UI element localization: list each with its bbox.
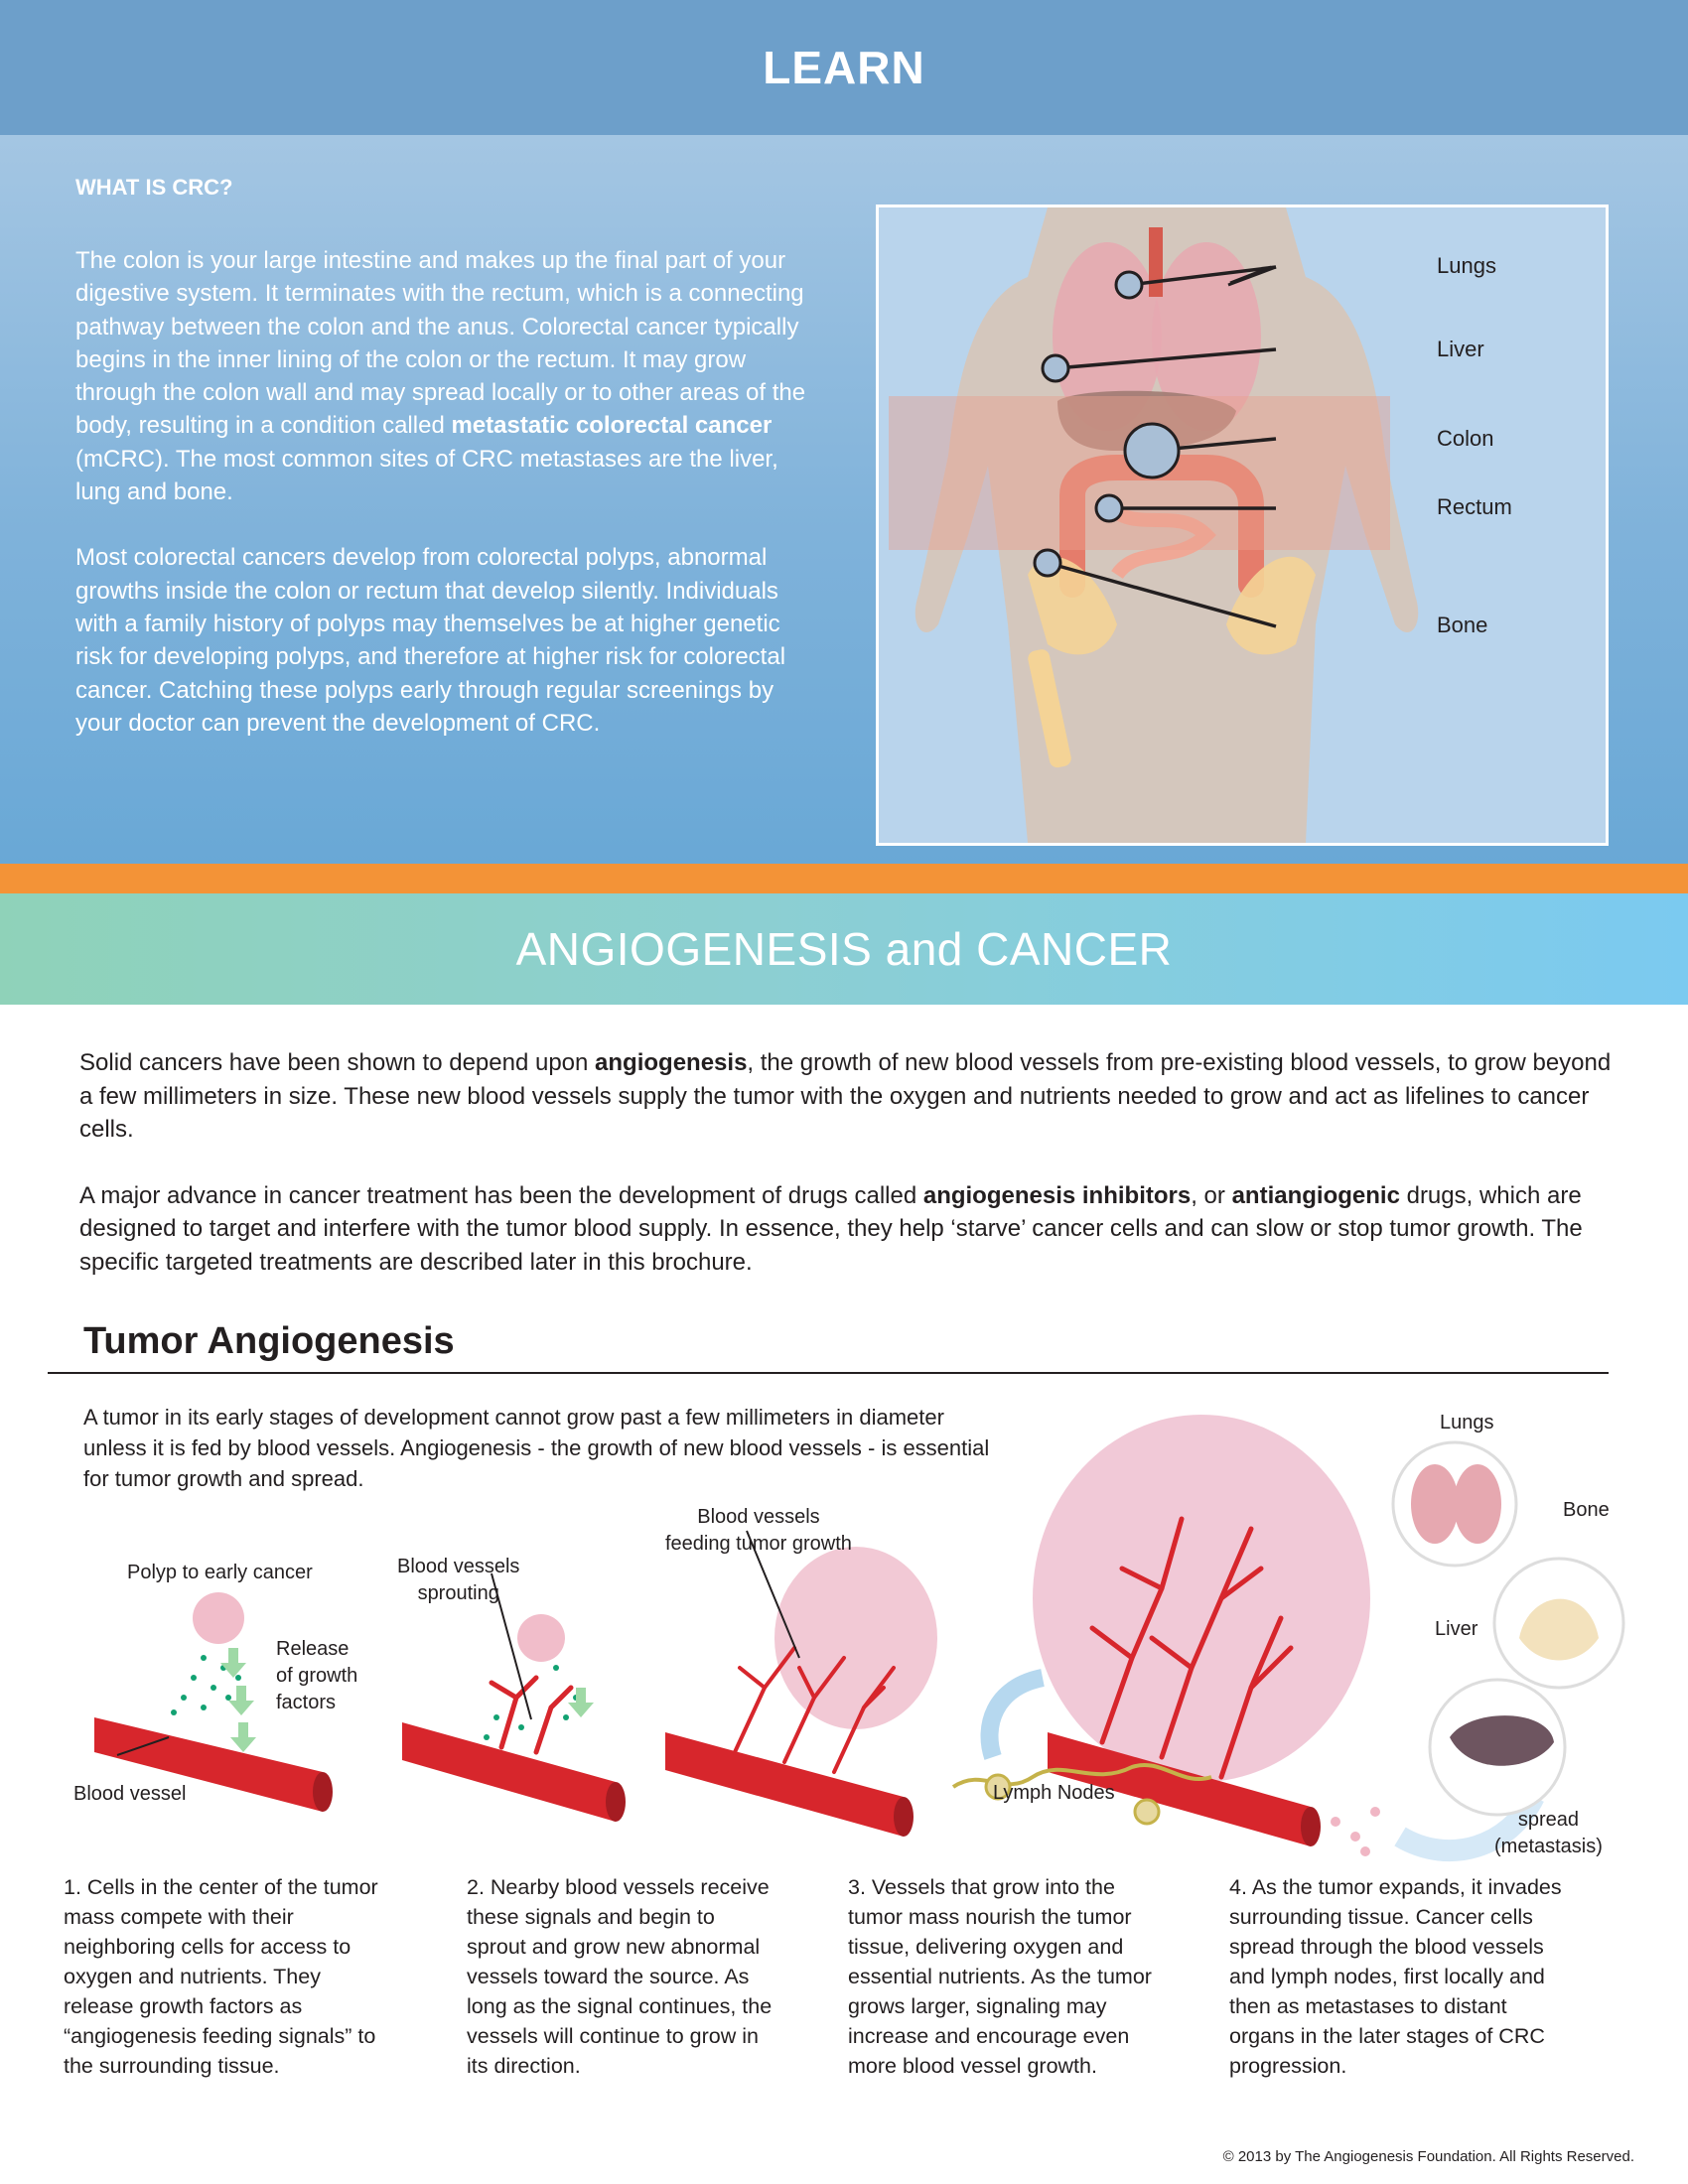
diagram-illustration — [94, 1415, 1625, 1861]
crc-section: WHAT IS CRC? The colon is your large int… — [0, 135, 1688, 864]
organ-label-rectum: Rectum — [1437, 494, 1512, 519]
label-liver: Liver — [1435, 1618, 1478, 1640]
stage-3-illustration — [665, 1530, 937, 1837]
marker-bone — [1033, 548, 1062, 578]
label-polyp: Polyp to early cancer — [127, 1562, 313, 1583]
anatomy-figure: Lungs Liver Colon Rectum Bone — [876, 205, 1609, 846]
angiogenesis-paragraph-2: A major advance in cancer treatment has … — [79, 1181, 1583, 1276]
label-vessels-sprouting: Blood vessels sprouting — [397, 1556, 520, 1604]
small-intestine — [1102, 499, 1216, 580]
label-spread-metastasis: spread (metastasis) — [1494, 1809, 1603, 1857]
pelvis — [1028, 556, 1316, 655]
callout-lungs — [1128, 265, 1277, 287]
mcrc-term: metastatic colorectal cancer — [451, 412, 773, 440]
marker-liver — [1041, 353, 1070, 383]
label-release-growth-factors: Release of growth factors — [276, 1638, 358, 1713]
stage-2-illustration — [402, 1572, 626, 1822]
marker-rectum — [1094, 493, 1124, 523]
angiogenesis-body: Solid cancers have been shown to depend … — [79, 1046, 1628, 1311]
angiogenesis-title: ANGIOGENESIS and CANCER — [515, 923, 1173, 975]
angiogenesis-paragraph-1: Solid cancers have been shown to depend … — [79, 1049, 1612, 1143]
copyright: © 2013 by The Angiogenesis Foundation. A… — [1222, 2148, 1634, 2165]
step-2-caption: 2. Nearby blood vessels receive these si… — [467, 1875, 773, 2078]
label-vessels-feeding: Blood vessels feeding tumor growth — [665, 1506, 852, 1555]
stage-1-illustration — [94, 1592, 333, 1812]
label-bone: Bone — [1563, 1499, 1610, 1521]
organ-label-colon: Colon — [1437, 426, 1494, 451]
organ-label-bone: Bone — [1437, 613, 1488, 637]
liver — [1057, 390, 1236, 451]
metastasis-organs — [1391, 1440, 1625, 1817]
callout-lines — [1033, 265, 1277, 628]
femur — [1028, 649, 1071, 768]
crc-paragraph-2: Most colorectal cancers develop from col… — [75, 544, 786, 737]
tumor-angiogenesis-title: Tumor Angiogenesis — [83, 1320, 455, 1362]
step-4-caption: 4. As the tumor expands, it invades surr… — [1229, 1875, 1562, 2078]
orange-divider — [0, 864, 1688, 893]
angiogenesis-header: ANGIOGENESIS and CANCER — [0, 893, 1688, 1005]
tumor-angiogenesis-diagram: Polyp to early cancer Release of growth … — [0, 1370, 1688, 1866]
marker-colon — [1123, 422, 1181, 479]
organ-label-liver: Liver — [1437, 337, 1484, 361]
trachea — [1149, 227, 1163, 297]
lung-right — [1152, 242, 1261, 431]
section-rule — [48, 1372, 1609, 1374]
marker-lungs — [1114, 270, 1144, 300]
step-3-caption: 3. Vessels that grow into the tumor mass… — [848, 1875, 1152, 2078]
tumor-intro: A tumor in its early stages of developme… — [83, 1405, 990, 1491]
crc-paragraph-1: The colon is your large intestine and ma… — [75, 247, 806, 506]
label-lymph-nodes: Lymph Nodes — [993, 1782, 1115, 1804]
learn-header: LEARN — [0, 0, 1688, 135]
stage-4-illustration — [951, 1415, 1544, 1861]
label-blood-vessel: Blood vessel — [73, 1783, 187, 1805]
label-lungs: Lungs — [1440, 1412, 1494, 1433]
crc-text: WHAT IS CRC? The colon is your large int… — [75, 175, 810, 772]
callout-liver — [1055, 347, 1277, 370]
crc-heading: WHAT IS CRC? — [75, 175, 233, 200]
callout-bone — [1047, 561, 1277, 628]
learn-title: LEARN — [763, 42, 925, 93]
step-1-caption: 1. Cells in the center of the tumor mass… — [64, 1875, 378, 2078]
organ-label-lungs: Lungs — [1437, 253, 1496, 278]
